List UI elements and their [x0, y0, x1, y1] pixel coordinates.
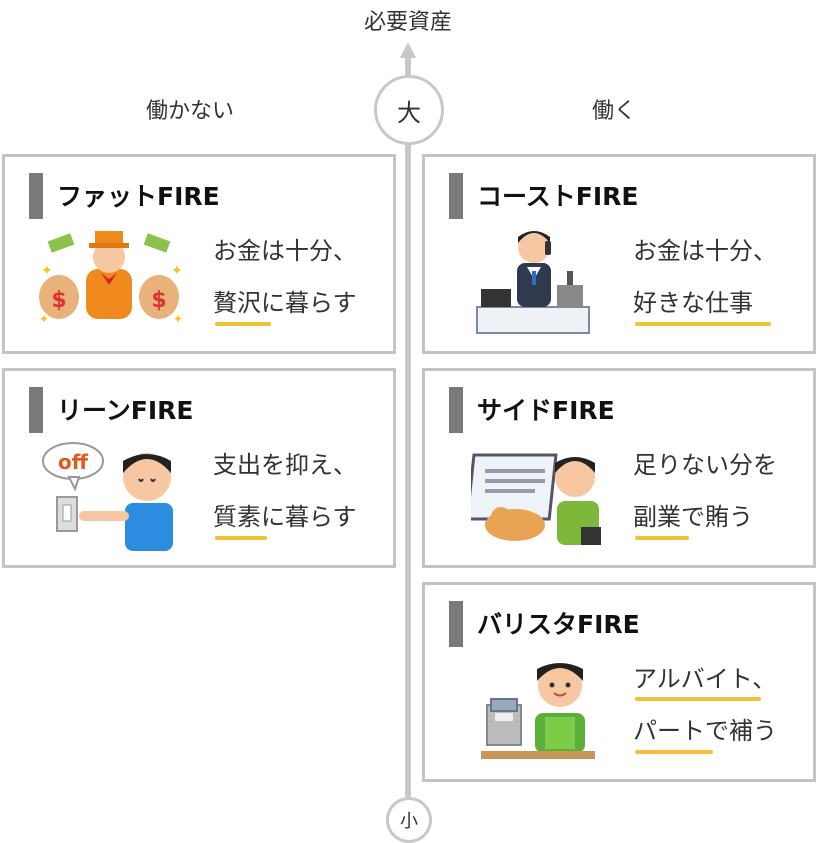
card-text-line2: 質素に暮らす	[213, 503, 357, 531]
text-underline	[635, 536, 689, 540]
svg-text:✦: ✦	[173, 312, 183, 326]
column-label-work: 働く	[592, 99, 637, 124]
axis-high-marker: 大	[374, 75, 444, 145]
column-label-no-work: 働かない	[146, 99, 235, 124]
svg-text:$: $	[151, 288, 166, 313]
axis-line	[405, 55, 411, 800]
card-text-line2: 贅沢に暮らす	[213, 289, 357, 317]
text-underline	[635, 697, 761, 701]
card-accent-bar	[449, 601, 463, 647]
card-title: リーンFIRE	[57, 396, 194, 425]
card-fat-fire: ファットFIRE $ $ ✦ ✦ ✦ ✦ お金は十分、 贅沢に暮らす	[2, 154, 396, 354]
card-lean-fire: リーンFIRE off 支出を抑え、 質素に暮らす	[2, 368, 396, 568]
card-title: ファットFIRE	[57, 182, 220, 211]
card-accent-bar	[449, 173, 463, 219]
card-text-line1: お金は十分、	[633, 237, 777, 265]
svg-text:✦: ✦	[39, 312, 49, 326]
card-text-line1: 支出を抑え、	[213, 451, 357, 479]
card-text-line2: 副業で賄う	[633, 503, 753, 531]
card-side-fire: サイドFIRE 足りない分を 副業で賄う	[422, 368, 816, 568]
cashier-illustration	[481, 663, 595, 759]
card-text-line2: パートで補う	[633, 717, 777, 745]
svg-text:$: $	[51, 288, 66, 313]
card-barista-fire: バリスタFIRE アルバイト、 パートで補う	[422, 582, 816, 782]
switch-off-illustration: off	[42, 442, 173, 551]
card-accent-bar	[29, 173, 43, 219]
card-text-line2: 好きな仕事	[633, 289, 753, 317]
axis-arrowhead	[400, 42, 416, 58]
rich-man-illustration: $ $ ✦ ✦ ✦ ✦	[39, 231, 183, 326]
svg-text:✦: ✦	[41, 263, 53, 279]
axis-low-marker: 小	[386, 797, 432, 843]
card-accent-bar	[449, 387, 463, 433]
card-text-line1: アルバイト、	[633, 665, 777, 693]
text-underline	[635, 322, 771, 326]
card-title: コーストFIRE	[477, 182, 639, 211]
card-title: バリスタFIRE	[477, 610, 640, 639]
card-accent-bar	[29, 387, 43, 433]
axis-title: 必要資産	[363, 10, 452, 35]
off-sign-text: off	[58, 450, 89, 474]
text-underline	[215, 322, 271, 326]
axis-high-label: 大	[397, 98, 421, 127]
text-underline	[215, 536, 267, 540]
svg-text:✦: ✦	[171, 263, 183, 279]
card-title: サイドFIRE	[477, 396, 615, 425]
text-underline	[635, 750, 713, 754]
card-coast-fire: コーストFIRE お金は十分、 好きな仕事	[422, 154, 816, 354]
axis-low-label: 小	[400, 811, 418, 832]
laptop-with-cat-illustration	[471, 453, 601, 545]
card-text-line1: お金は十分、	[213, 237, 357, 265]
office-worker-illustration	[476, 231, 590, 334]
card-text-line1: 足りない分を	[633, 451, 777, 479]
